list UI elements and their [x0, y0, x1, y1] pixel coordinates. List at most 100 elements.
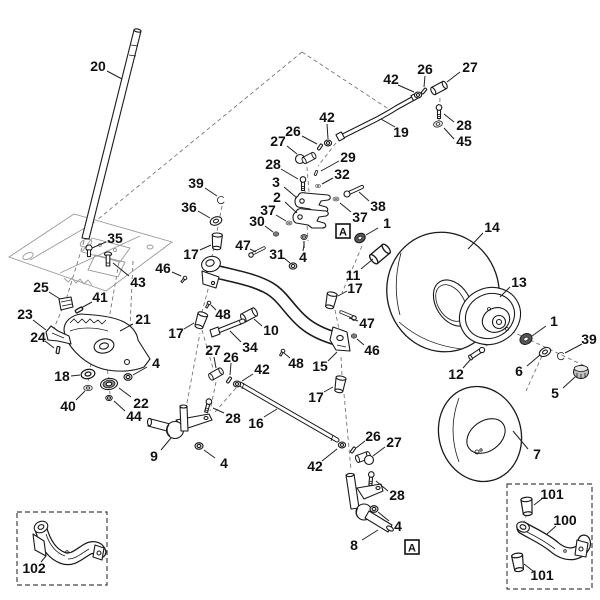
part-callout-4[interactable]: 4	[299, 249, 307, 265]
part-callout-40[interactable]: 40	[60, 398, 76, 414]
part-callout-10[interactable]: 10	[263, 322, 279, 338]
part-callout-11[interactable]: 11	[346, 267, 361, 283]
part-callout-28[interactable]: 28	[456, 117, 472, 133]
part-callout-18[interactable]: 18	[54, 368, 70, 384]
part-callout-31[interactable]: 31	[269, 246, 285, 262]
part-callout-3[interactable]: 3	[272, 174, 280, 190]
leader-line	[229, 362, 232, 376]
part-callout-36[interactable]: 36	[181, 199, 197, 215]
spindle-part-8	[345, 472, 394, 533]
part-callout-27[interactable]: 27	[386, 434, 402, 450]
leader-line	[326, 123, 329, 140]
leader-line	[213, 356, 217, 369]
steering-shaft-part-20	[81, 28, 142, 240]
part-callout-17[interactable]: 17	[308, 389, 324, 405]
part-callout-26[interactable]: 26	[285, 123, 301, 139]
part-callout-102[interactable]: 102	[22, 560, 46, 576]
part-callout-9[interactable]: 9	[150, 448, 158, 464]
part-callout-37[interactable]: 37	[260, 202, 276, 218]
part-callout-5[interactable]: 5	[551, 385, 559, 401]
part-callout-20[interactable]: 20	[90, 58, 106, 74]
part-callout-27[interactable]: 27	[205, 342, 221, 358]
part-callout-39[interactable]: 39	[581, 331, 597, 347]
leader-line	[355, 440, 366, 449]
part-callout-22[interactable]: 22	[133, 395, 149, 411]
part-callout-34[interactable]: 34	[242, 339, 258, 355]
part-callout-4[interactable]: 4	[394, 518, 402, 534]
leader-line	[523, 563, 534, 572]
part-callout-1[interactable]: 1	[383, 215, 391, 231]
screw-part-48a	[204, 300, 212, 310]
part-callout-39[interactable]: 39	[188, 175, 204, 191]
tire-part-7	[437, 385, 523, 483]
leader-line	[275, 214, 287, 222]
part-callout-28[interactable]: 28	[265, 156, 281, 172]
part-callout-25[interactable]: 25	[33, 279, 49, 295]
nut-part-4	[123, 373, 133, 381]
part-callout-4[interactable]: 4	[220, 455, 228, 471]
part-callout-17[interactable]: 17	[168, 325, 184, 341]
nut-part-42d	[337, 441, 347, 449]
part-callout-101[interactable]: 101	[530, 567, 554, 583]
ball-socket-part-27a	[294, 151, 318, 165]
leader-line	[526, 354, 541, 367]
part-callout-15[interactable]: 15	[312, 358, 328, 374]
leader-line	[339, 202, 352, 213]
part-callout-101[interactable]: 101	[540, 486, 564, 502]
part-callout-6[interactable]: 6	[515, 363, 523, 379]
part-callout-21[interactable]: 21	[135, 311, 151, 327]
part-callout-1[interactable]: 1	[550, 313, 558, 329]
part-callout-48[interactable]: 48	[215, 306, 231, 322]
part-callout-26[interactable]: 26	[417, 61, 433, 77]
part-callout-42[interactable]: 42	[307, 458, 323, 474]
part-callout-27[interactable]: 27	[270, 133, 286, 149]
part-callout-7[interactable]: 7	[533, 446, 541, 462]
part-callout-2[interactable]: 2	[273, 189, 281, 205]
part-callout-14[interactable]: 14	[484, 219, 500, 235]
part-callout-42[interactable]: 42	[383, 71, 399, 87]
part-callout-13[interactable]: 13	[511, 274, 527, 290]
part-callout-26[interactable]: 26	[223, 349, 239, 365]
part-callout-23[interactable]: 23	[17, 306, 33, 322]
leader-line	[44, 340, 55, 349]
part-callout-28[interactable]: 28	[389, 487, 405, 503]
part-callout-46[interactable]: 46	[155, 260, 171, 276]
part-callout-46[interactable]: 46	[364, 342, 380, 358]
part-callout-42[interactable]: 42	[254, 361, 270, 377]
tie-rod-part-16	[237, 381, 340, 443]
part-callout-45[interactable]: 45	[456, 133, 472, 149]
part-callout-47[interactable]: 47	[235, 237, 251, 253]
bushing-part-101a	[520, 496, 534, 517]
part-callout-35[interactable]: 35	[107, 230, 123, 246]
part-callout-17[interactable]: 17	[183, 246, 199, 262]
part-callout-42[interactable]: 42	[319, 109, 335, 125]
part-callout-100[interactable]: 100	[553, 512, 577, 528]
part-callout-28[interactable]: 28	[225, 410, 241, 426]
nut-part-4b	[194, 442, 204, 450]
part-callout-38[interactable]: 38	[370, 198, 386, 214]
part-callout-27[interactable]: 27	[462, 59, 478, 75]
part-callout-29[interactable]: 29	[340, 149, 356, 165]
leader-line	[203, 449, 216, 459]
part-callout-48[interactable]: 48	[288, 355, 304, 371]
part-callout-19[interactable]: 19	[393, 124, 409, 140]
part-callout-44[interactable]: 44	[126, 408, 142, 424]
leader-line	[91, 241, 107, 249]
leader-line	[249, 248, 257, 253]
part-callout-47[interactable]: 47	[359, 315, 375, 331]
part-callout-37[interactable]: 37	[352, 209, 368, 225]
part-callout-8[interactable]: 8	[350, 537, 358, 553]
part-callout-32[interactable]: 32	[334, 166, 350, 182]
part-callout-16[interactable]: 16	[248, 415, 264, 431]
part-callout-26[interactable]: 26	[365, 428, 381, 444]
part-callout-12[interactable]: 12	[448, 366, 464, 382]
part-callout-24[interactable]: 24	[30, 329, 46, 345]
leader-line	[467, 232, 484, 250]
part-callout-4[interactable]: 4	[152, 355, 160, 371]
part-callout-43[interactable]: 43	[130, 274, 146, 290]
part-callout-17[interactable]: 17	[347, 280, 363, 296]
part-callout-41[interactable]: 41	[92, 289, 108, 305]
part-callout-30[interactable]: 30	[249, 213, 265, 229]
screw-part-48b	[278, 348, 286, 358]
